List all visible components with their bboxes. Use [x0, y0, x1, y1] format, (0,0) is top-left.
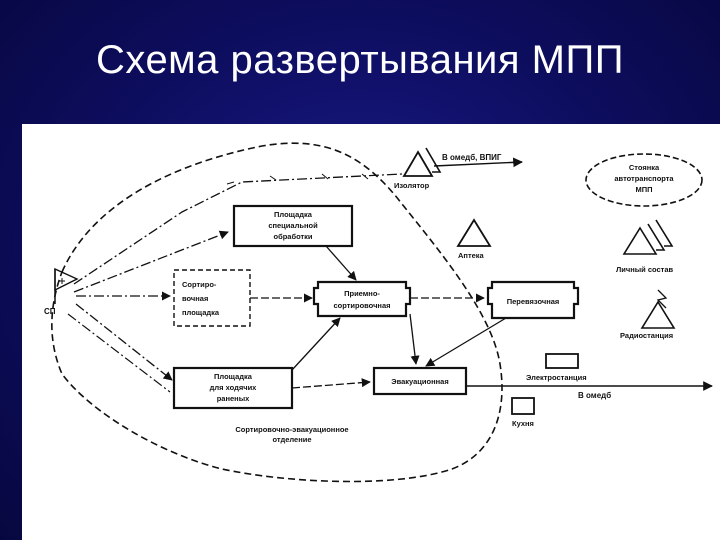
walking-wounded-label-1: Площадка [214, 372, 253, 381]
to-omedb-label: В омедб [578, 391, 611, 400]
isolator-icon [402, 150, 434, 177]
vehicle-parking-area [585, 153, 703, 207]
slide-title: Схема развертывания МПП [96, 38, 624, 82]
deployment-diagram: СП Площадка специальной обработки Сортир… [22, 124, 720, 540]
evacuation-label: Эвакуационная [391, 377, 448, 386]
flow-sp-to-walking-wounded [75, 303, 173, 381]
sorting-evac-dept-label-2: отделение [272, 435, 311, 444]
vehicle-parking-label-1: Стоянка [629, 163, 660, 172]
radio-station-icon [640, 289, 676, 329]
evacuation-box [372, 366, 468, 396]
sorting-evac-boundary [51, 142, 503, 483]
flow-dressing-to-evacuation [425, 317, 507, 367]
personnel-label: Личный состав [616, 265, 674, 274]
flow-sp-to-isolator [73, 173, 403, 285]
special-treatment-label-3: обработки [273, 232, 312, 241]
flow-special-to-reception [325, 245, 357, 281]
sorting-area-label-3: площадка [182, 308, 220, 317]
sorting-evac-dept-label-1: Сортировочно-эвакуационное [235, 425, 348, 434]
isolator-label: Изолятор [394, 181, 430, 190]
pharmacy-label: Аптека [458, 251, 485, 260]
flow-sp-to-special-treatment [73, 230, 229, 293]
sp-flag-icon [54, 267, 79, 304]
special-treatment-box [232, 204, 354, 248]
flow-sp-lower [67, 313, 171, 393]
flow-walking-to-reception [291, 317, 341, 371]
radio-station-label: Радиостанция [620, 331, 673, 340]
arrow-to-omedb-vpig [433, 157, 523, 168]
pharmacy-icon [456, 218, 492, 247]
reception-sorting-label-1: Приемно- [344, 289, 380, 298]
vehicle-parking-label-2: автотранспорта [614, 174, 674, 183]
walking-wounded-box [172, 366, 294, 410]
walking-wounded-label-3: раненых [217, 394, 250, 403]
vehicle-parking-label-3: МПП [635, 185, 652, 194]
walking-wounded-label-2: для ходячих [210, 383, 258, 392]
special-treatment-label-2: специальной [268, 221, 318, 230]
sorting-area-label-2: вочная [182, 294, 208, 303]
reception-sorting-box [312, 280, 412, 318]
sorting-area-label-1: Сортиро- [182, 280, 217, 289]
kitchen-icon [511, 397, 535, 415]
special-treatment-label-1: Площадка [274, 210, 313, 219]
flow-reception-to-evacuation [409, 313, 420, 365]
personnel-icon [622, 219, 674, 255]
dressing-box [486, 280, 580, 320]
reception-sorting-label-2: сортировочная [333, 301, 390, 310]
sp-label: СП [44, 307, 56, 316]
dressing-label: Перевязочная [507, 297, 560, 306]
power-station-label: Электростанция [526, 373, 587, 382]
to-omedb-vpig-label: В омедб, ВПИГ [442, 153, 502, 162]
kitchen-label: Кухня [512, 419, 534, 428]
flow-walking-to-evacuation [291, 378, 371, 389]
power-station-icon [545, 353, 579, 369]
